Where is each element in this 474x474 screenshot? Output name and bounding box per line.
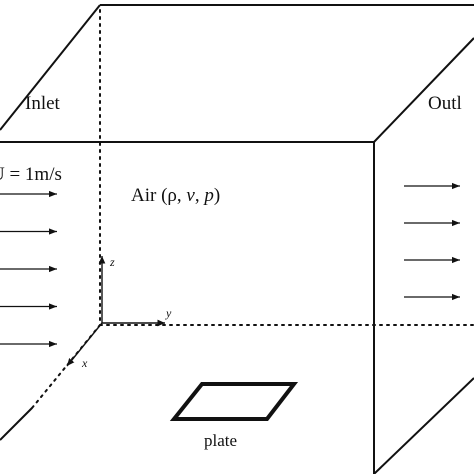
x-axis-arrow [66, 322, 103, 367]
outlet-arrows [404, 182, 460, 301]
bottom-left-diagonal-edge [0, 407, 33, 441]
inlet-arrows [0, 190, 57, 348]
outlet-label: Outl [428, 93, 462, 114]
plate-label: plate [204, 431, 237, 450]
x-axis-label: x [81, 356, 88, 370]
z-axis-label: z [109, 255, 115, 269]
bottom-right-diagonal-edge [373, 377, 474, 474]
top-left-diagonal-edge [0, 4, 101, 131]
air-properties-label: Air (ρ, v, p) [131, 185, 220, 206]
coordinate-axes: z y x [66, 255, 172, 370]
plate-shape [169, 382, 299, 421]
plate: plate [169, 382, 299, 450]
hidden-edges [31, 9, 474, 409]
domain-box [0, 4, 474, 474]
top-right-diagonal-edge [373, 37, 474, 143]
inlet-label: Inlet [25, 93, 61, 114]
velocity-label: U = 1m/s [0, 164, 62, 185]
y-axis-label: y [165, 306, 172, 320]
